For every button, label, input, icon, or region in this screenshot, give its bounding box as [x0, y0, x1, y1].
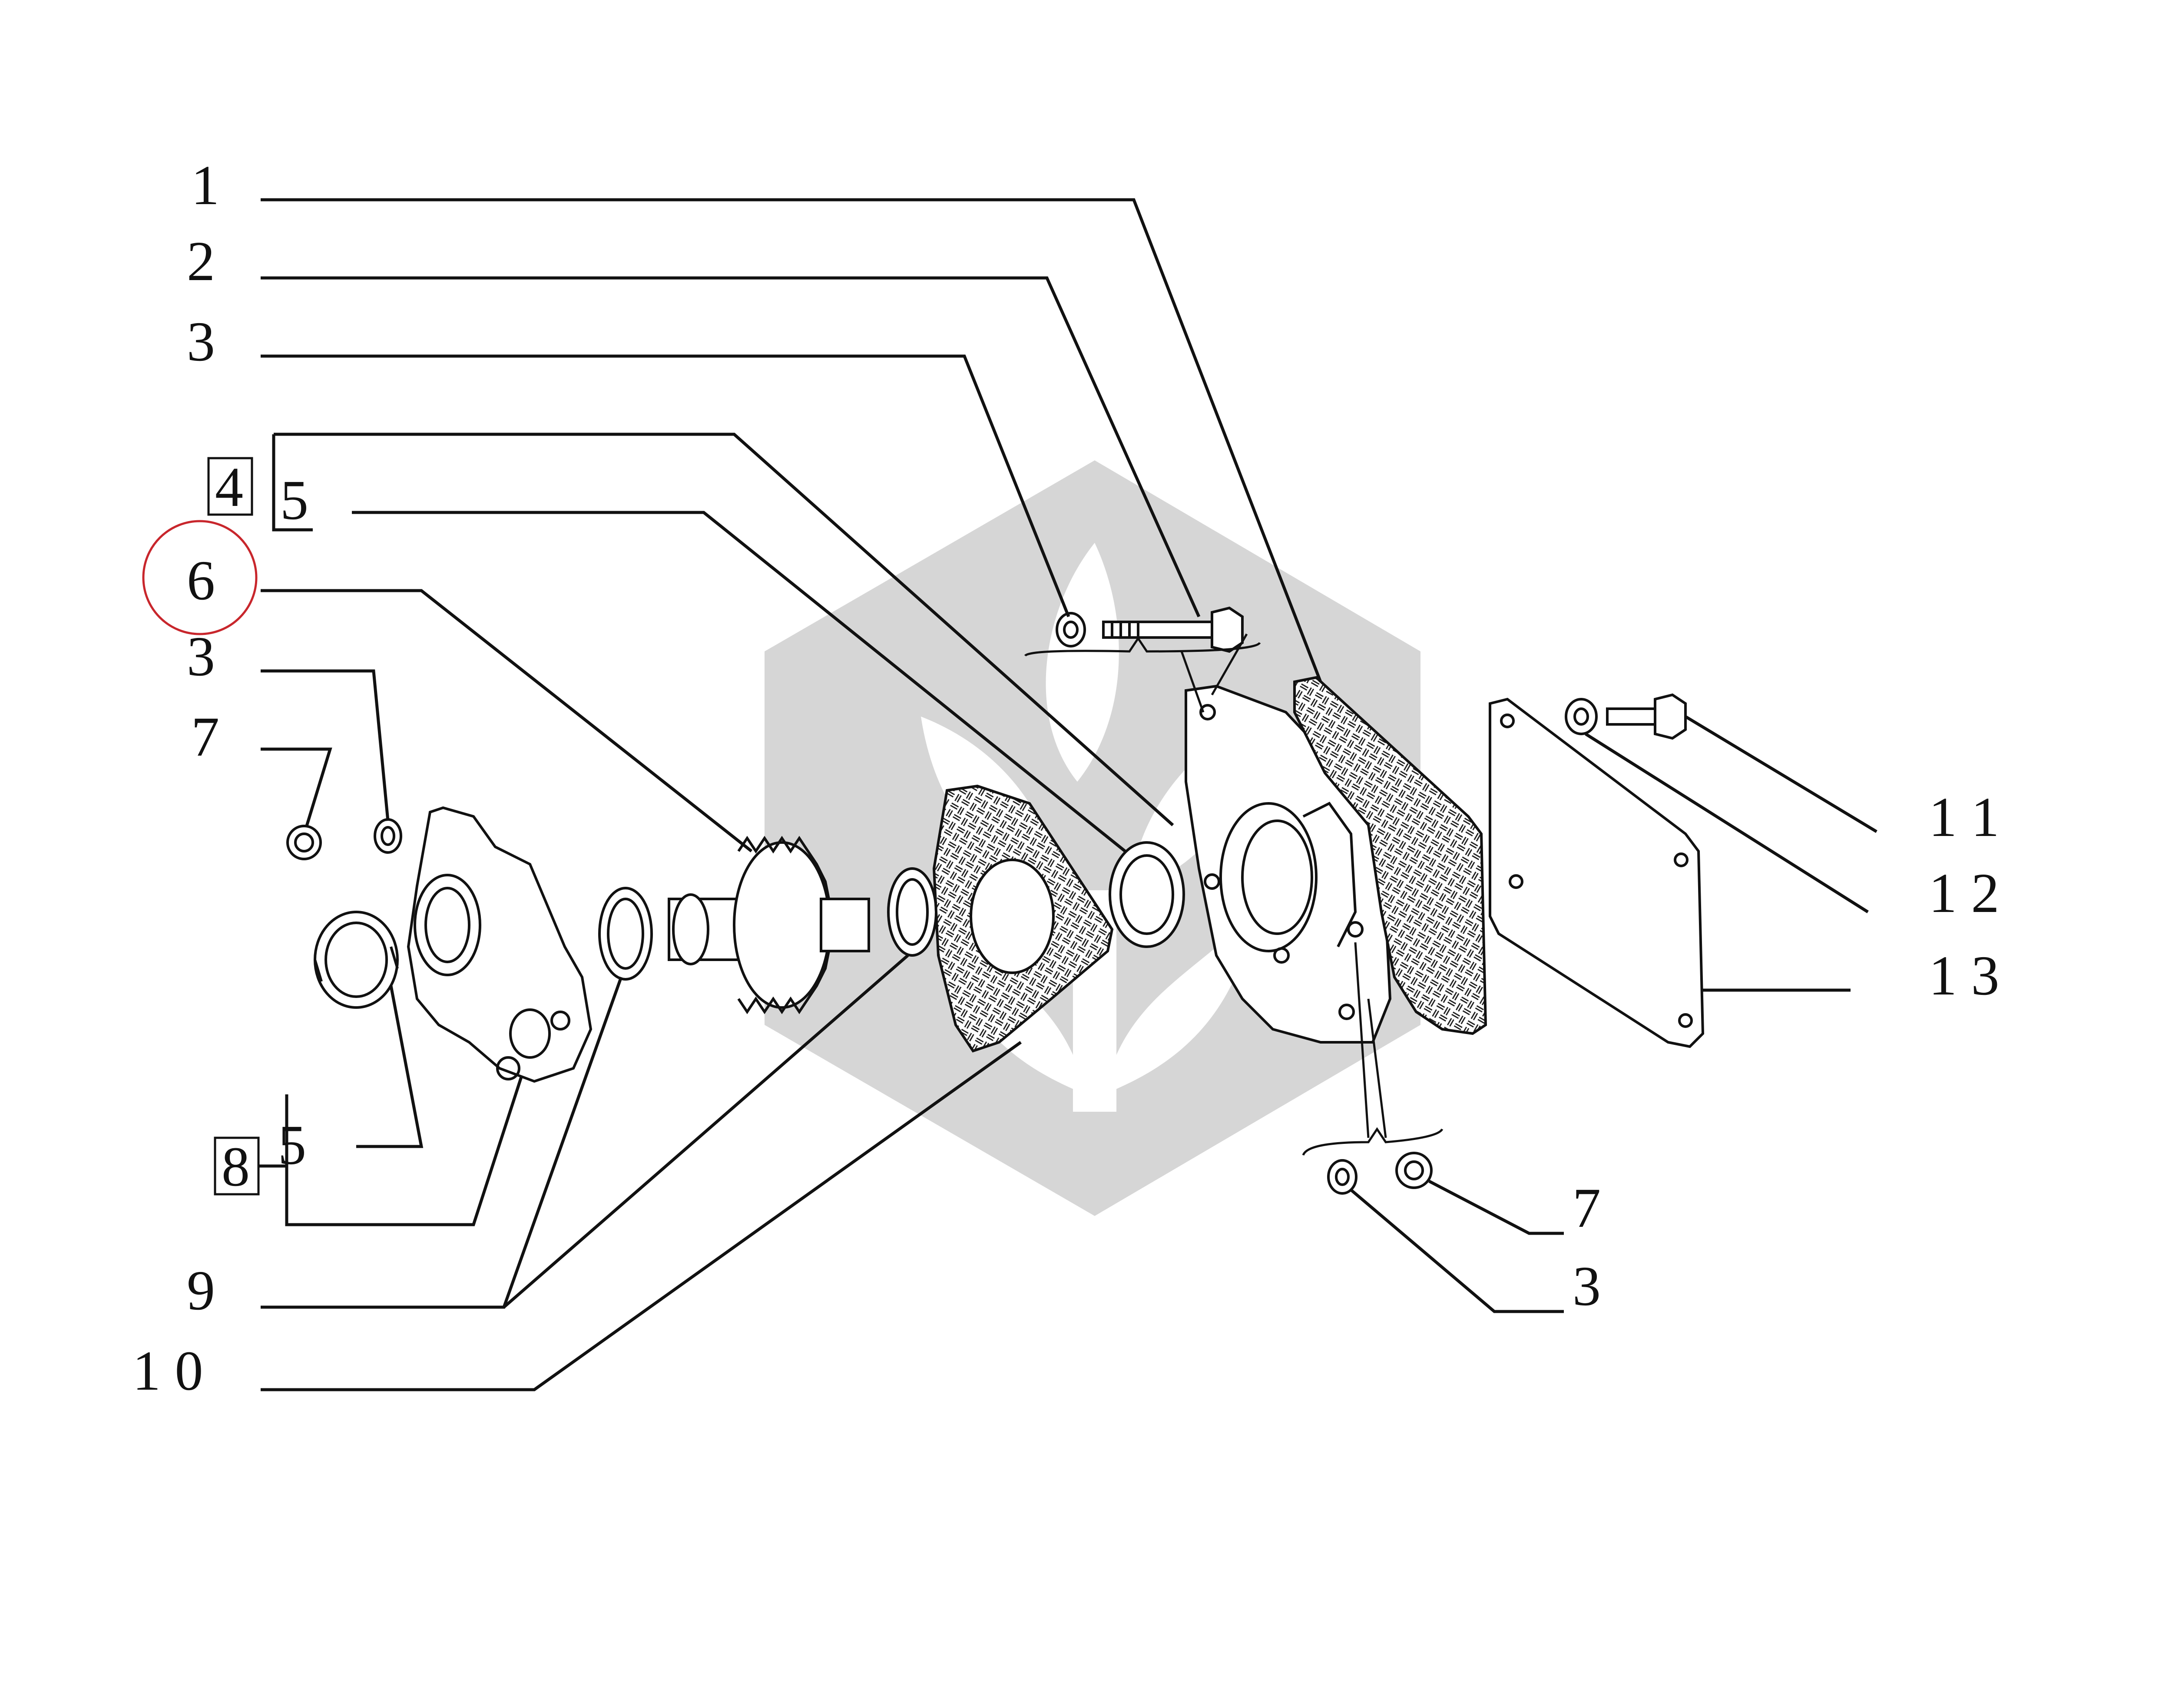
callout-11: 1 1 [1929, 786, 2000, 849]
callout-1: 1 [191, 154, 219, 217]
callout-3-right: 3 [1573, 1255, 1601, 1318]
callout-13: 1 3 [1929, 945, 2000, 1007]
callout-labels: 1 2 3 4 5 6 3 7 5 8 9 1 0 1 1 1 2 1 3 7 … [132, 154, 2000, 1402]
callout-8: 8 [222, 1136, 250, 1198]
callout-7-left: 7 [191, 706, 219, 768]
callout-2: 2 [187, 230, 215, 293]
callout-10: 1 0 [132, 1340, 203, 1402]
callout-3-top: 3 [187, 311, 215, 373]
leader-lines [261, 198, 1877, 1391]
highlight-circle [142, 520, 258, 635]
rear-housing [407, 806, 593, 1083]
callout-4: 4 [215, 456, 243, 519]
callout-9: 9 [187, 1259, 215, 1322]
callout-6: 6 [187, 549, 215, 612]
callout-12: 1 2 [1929, 862, 2000, 925]
callout-7-right: 7 [1573, 1177, 1601, 1239]
parts-drawing [286, 606, 1705, 1195]
callout-4-box [207, 457, 253, 516]
callout-3-left: 3 [187, 625, 215, 688]
callout-5-top: 5 [280, 469, 308, 532]
